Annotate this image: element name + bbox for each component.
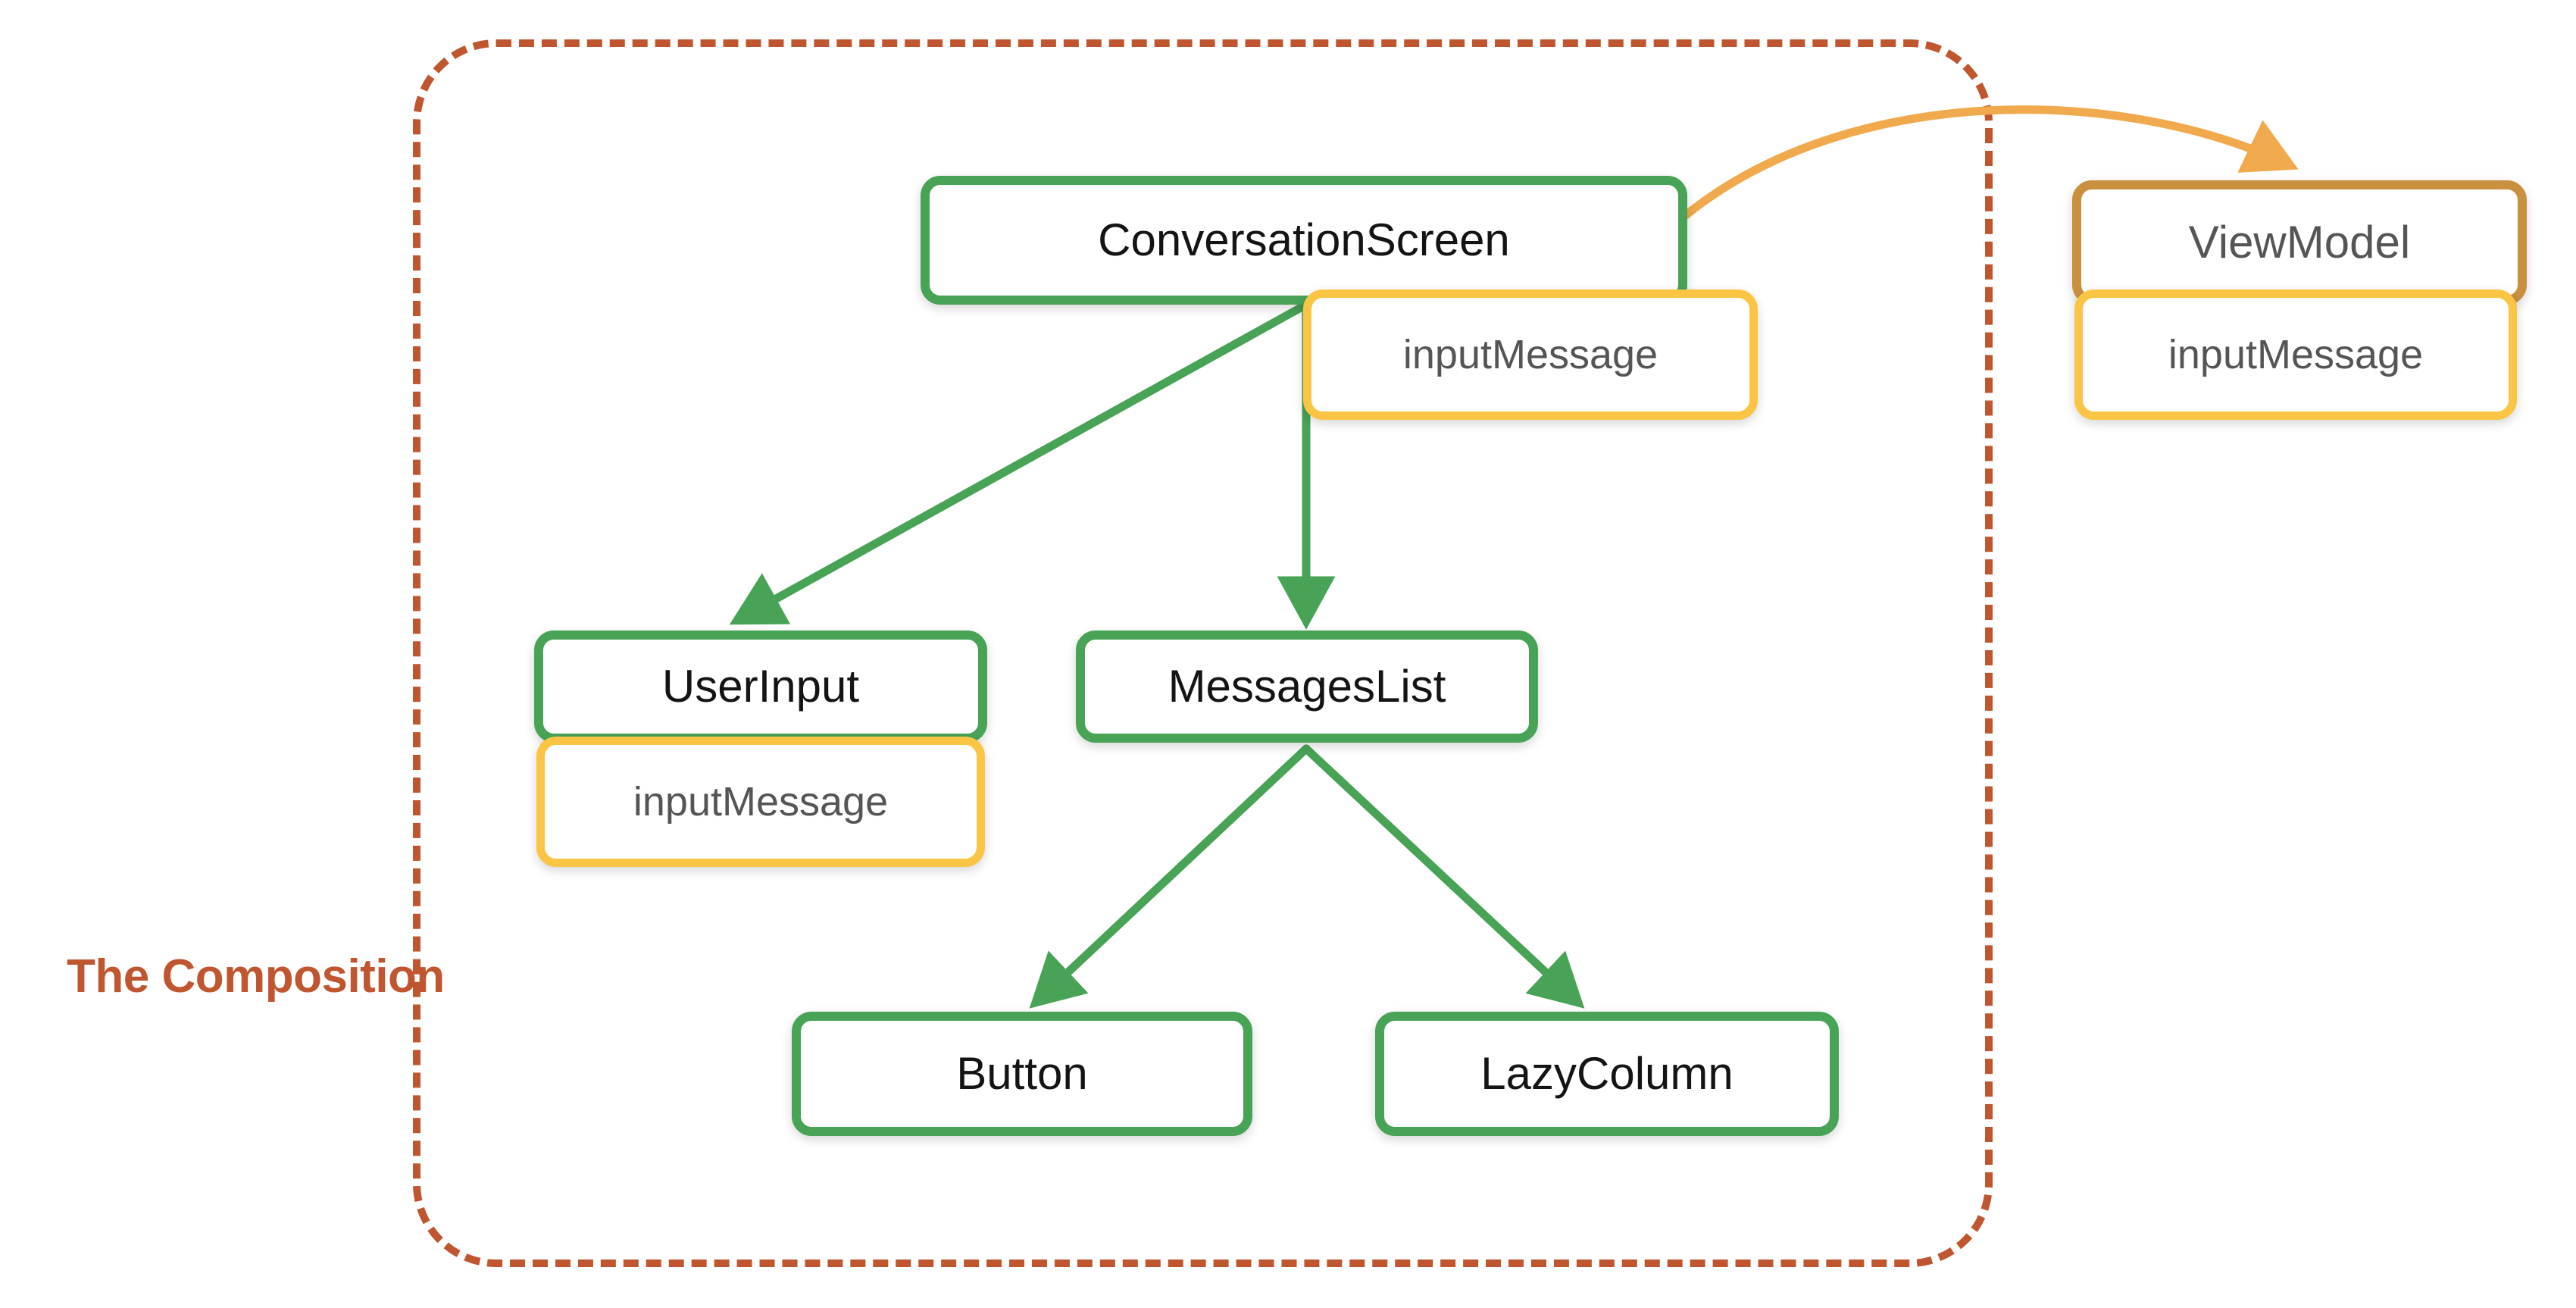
state-viewmodel-inputmessage-label: inputMessage [2168, 332, 2424, 377]
node-viewmodel[interactable]: ViewModel [2072, 180, 2527, 305]
node-userinput[interactable]: UserInput [534, 631, 987, 743]
node-userinput-label: UserInput [661, 661, 860, 712]
node-messageslist[interactable]: MessagesList [1076, 631, 1538, 743]
state-conversationscreen-inputmessage[interactable]: inputMessage [1303, 289, 1758, 420]
composition-boundary [413, 39, 1993, 1267]
node-viewmodel-label: ViewModel [2188, 217, 2411, 268]
node-messageslist-label: MessagesList [1168, 661, 1446, 712]
state-viewmodel-inputmessage[interactable]: inputMessage [2074, 289, 2517, 420]
state-conversationscreen-inputmessage-label: inputMessage [1402, 332, 1658, 377]
node-conversationscreen[interactable]: ConversationScreen [921, 176, 1687, 305]
state-userinput-inputmessage-label: inputMessage [633, 779, 889, 825]
node-lazycolumn-label: LazyColumn [1480, 1048, 1733, 1099]
node-button-label: Button [956, 1048, 1088, 1099]
node-conversationscreen-label: ConversationScreen [1098, 214, 1510, 265]
node-button[interactable]: Button [792, 1012, 1252, 1136]
node-lazycolumn[interactable]: LazyColumn [1375, 1012, 1839, 1136]
composition-label: The Composition [67, 950, 445, 1003]
state-userinput-inputmessage[interactable]: inputMessage [536, 737, 985, 867]
